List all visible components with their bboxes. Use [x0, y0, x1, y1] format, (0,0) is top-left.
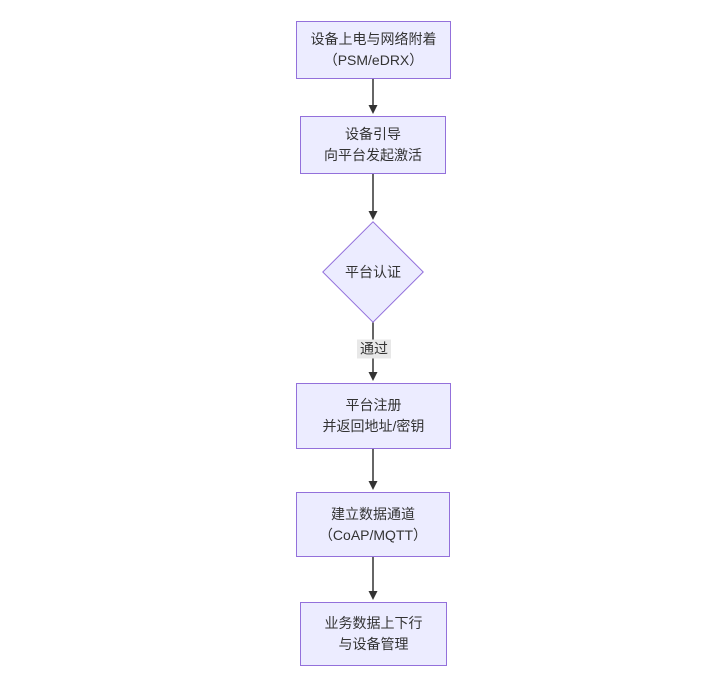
node-business-line1: 业务数据上下行	[324, 615, 423, 631]
node-bootstrap: 设备引导 向平台发起激活	[300, 116, 446, 174]
node-data-channel-line1: 建立数据通道	[331, 505, 415, 522]
node-bootstrap-line1: 设备引导	[345, 126, 401, 142]
node-register-line1: 平台注册	[345, 397, 402, 413]
edge-label-pass: 通过	[357, 339, 391, 359]
node-data-channel: 建立数据通道 （CoAP/MQTT）	[296, 492, 450, 557]
node-register: 平台注册 并返回地址/密钥	[296, 383, 451, 449]
node-power-attach-line1: 设备上电与网络附着	[310, 31, 437, 47]
node-power-attach-line2: （PSM/eDRX）	[323, 52, 424, 68]
node-data-channel-line2: （CoAP/MQTT）	[318, 526, 428, 543]
node-power-attach: 设备上电与网络附着 （PSM/eDRX）	[296, 21, 451, 79]
node-business: 业务数据上下行 与设备管理	[300, 602, 447, 666]
edge-boot-to-auth	[368, 174, 378, 220]
edge-power-to-boot	[368, 79, 378, 114]
edge-channel-to-business	[368, 557, 378, 600]
node-bootstrap-line2: 向平台发起激活	[324, 147, 422, 163]
node-auth-label: 平台认证	[345, 264, 401, 280]
node-register-line2: 并返回地址/密钥	[322, 418, 425, 434]
node-business-line2: 与设备管理	[338, 636, 409, 652]
edge-register-to-channel	[368, 449, 378, 490]
